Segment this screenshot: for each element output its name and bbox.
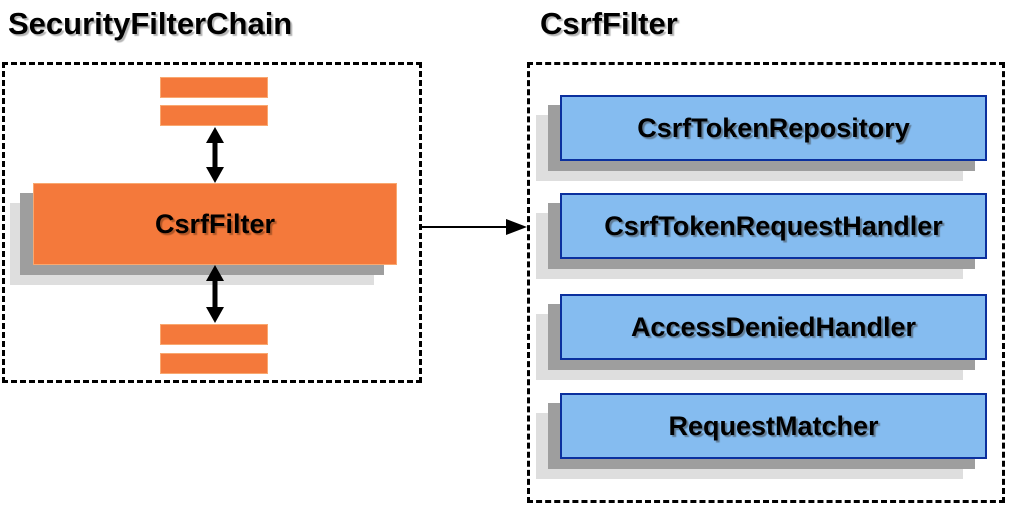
- csrf-filter-node-label: CsrfFilter: [154, 208, 276, 239]
- component-box: CsrfTokenRequestHandler: [560, 193, 987, 259]
- component-label: CsrfTokenRepository: [637, 112, 910, 143]
- csrf-filter-components-container: CsrfTokenRepository CsrfTokenRequestHand…: [527, 62, 1005, 503]
- csrf-filter-title: CsrfFilter: [540, 6, 678, 41]
- component-box: RequestMatcher: [560, 393, 987, 459]
- filter-bar-top-2: [160, 105, 268, 126]
- filter-bar-top-1: [160, 77, 268, 98]
- filter-bar-bottom-1: [160, 324, 268, 345]
- filter-bar-bottom-2: [160, 353, 268, 374]
- security-filter-chain-container: CsrfFilter: [2, 62, 422, 383]
- security-filter-chain-title: SecurityFilterChain: [8, 6, 293, 41]
- component-box: CsrfTokenRepository: [560, 95, 987, 161]
- double-arrow-icon: [206, 265, 224, 323]
- component-label: CsrfTokenRequestHandler: [604, 210, 943, 241]
- csrf-filter-node: CsrfFilter: [33, 183, 397, 265]
- connector-arrow-icon: [422, 219, 527, 235]
- component-box: AccessDeniedHandler: [560, 294, 987, 360]
- component-label: AccessDeniedHandler: [630, 311, 917, 342]
- double-arrow-icon: [206, 127, 224, 183]
- component-label: RequestMatcher: [668, 410, 879, 441]
